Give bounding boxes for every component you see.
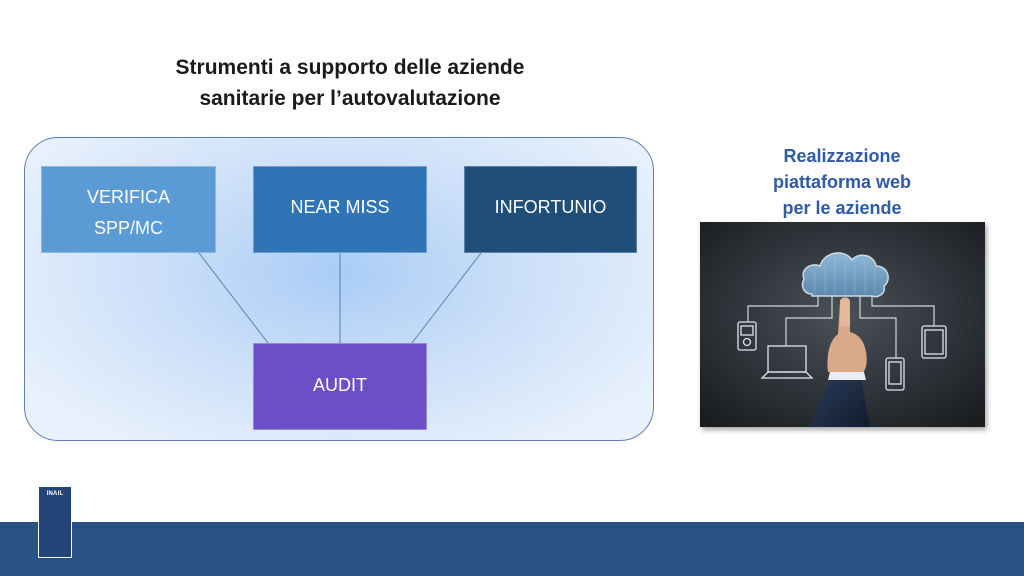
cloud-platform-image xyxy=(700,222,985,427)
audit-label: AUDIT xyxy=(313,375,367,395)
media-player-icon xyxy=(737,321,757,351)
laptop-icon xyxy=(760,345,814,379)
inail-logo: INAIL xyxy=(38,486,72,558)
page-title: Strumenti a supporto delle aziende sanit… xyxy=(100,52,600,114)
title-line-2: sanitarie per l’autovalutazione xyxy=(199,87,501,110)
footer-bar xyxy=(0,522,1024,576)
network-lines xyxy=(747,296,935,358)
near-miss-box: NEAR MISS xyxy=(253,166,427,253)
verifica-box: VERIFICA SPP/MC xyxy=(41,166,216,253)
tablet-icon xyxy=(921,325,947,359)
infortunio-box: INFORTUNIO xyxy=(464,166,637,253)
web-platform-caption: Realizzazione piattaforma web per le azi… xyxy=(742,143,942,221)
title-line-1: Strumenti a supporto delle aziende xyxy=(175,56,525,79)
cloud-icon xyxy=(801,252,889,298)
pointing-hand-icon xyxy=(810,297,870,427)
caption-line-2: piattaforma web xyxy=(772,172,912,192)
logo-text: INAIL xyxy=(46,491,64,497)
verifica-label-line-1: VERIFICA xyxy=(86,187,170,207)
infortunio-label: INFORTUNIO xyxy=(494,197,607,217)
caption-line-3: per le aziende xyxy=(782,198,902,218)
smartphone-icon xyxy=(885,357,905,391)
verifica-label-line-2: SPP/MC xyxy=(93,218,163,238)
near-miss-label: NEAR MISS xyxy=(290,197,390,217)
caption-line-1: Realizzazione xyxy=(783,146,901,166)
audit-box: AUDIT xyxy=(253,343,427,430)
